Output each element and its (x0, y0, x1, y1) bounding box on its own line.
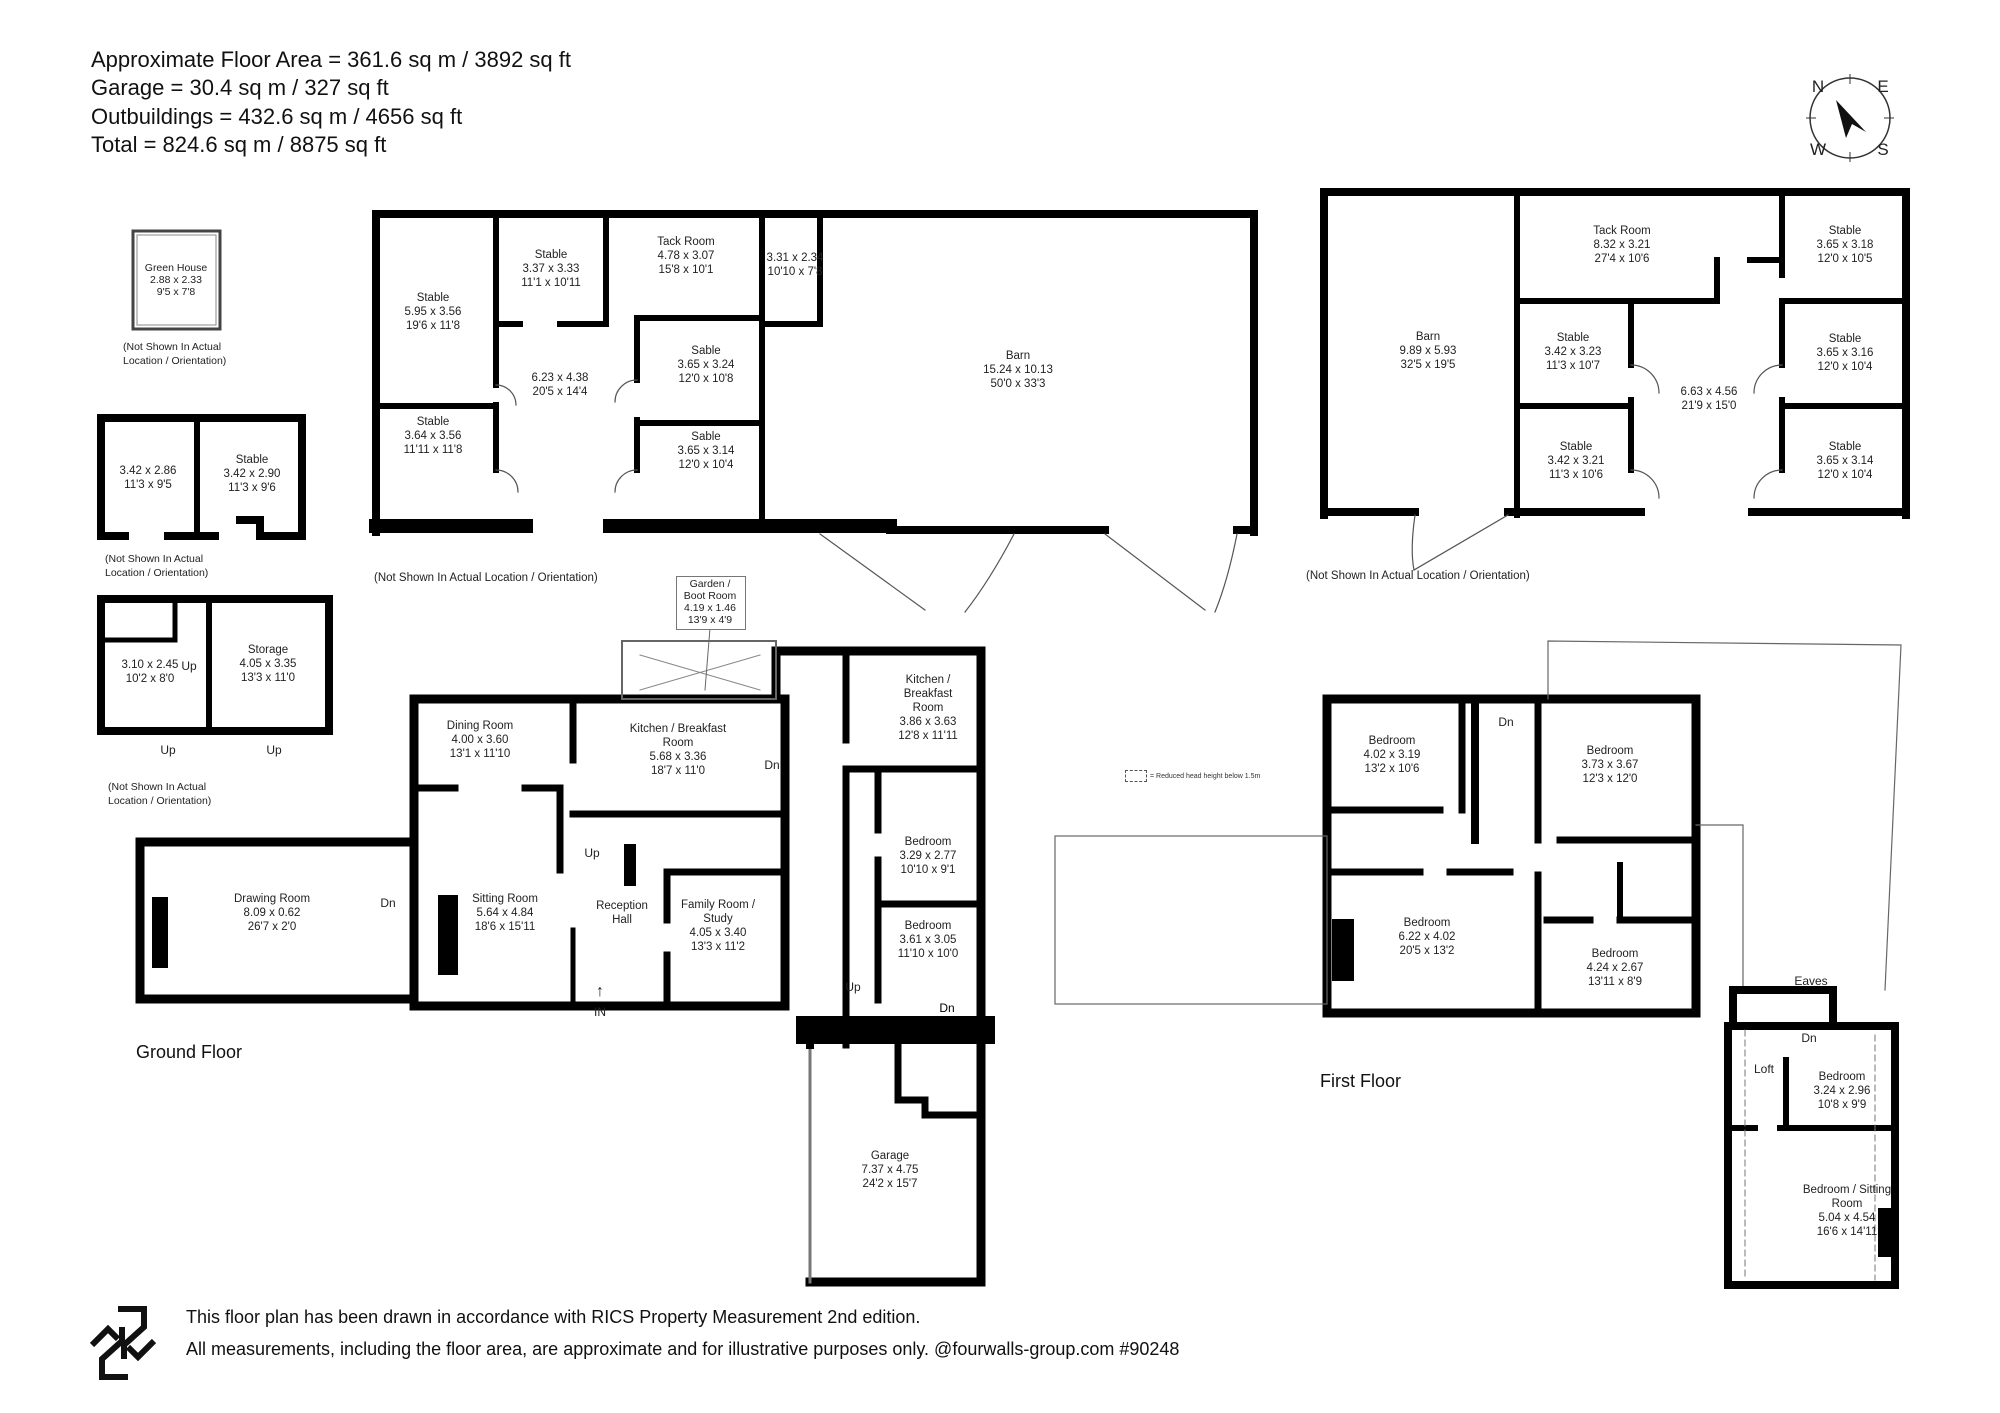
stair-down-label: Dn (1498, 715, 1514, 729)
footer-disclaimer-text: All measurements, including the floor ar… (186, 1339, 1180, 1359)
loft-walls (1724, 986, 1899, 1289)
stair-down-label: Dn (764, 758, 780, 772)
loft-label: Loft (1753, 1062, 1775, 1076)
floor-area-text: Approximate Floor Area = 361.6 sq m / 38… (91, 47, 571, 72)
stair-up-label: Up (160, 743, 176, 757)
compass-s: S (1877, 140, 1889, 159)
stair-down-label: Dn (1801, 1031, 1817, 1045)
barn-doors (495, 379, 1238, 613)
room-label-reception-hall: Reception Hall (596, 900, 648, 926)
ground-floor-title: Ground Floor (136, 1042, 243, 1062)
location-caption: (Not Shown In Actual Location / Orientat… (1306, 570, 1530, 582)
compass-w: W (1809, 140, 1827, 159)
roof-outline (1054, 640, 1902, 1005)
stair-down-label: Dn (938, 1001, 956, 1015)
outbuilding-stables-b-walls (1320, 188, 1910, 519)
boot-room-outline (621, 640, 777, 700)
first-floor-title: First Floor (1320, 1071, 1401, 1091)
entrance-arrow-icon: ↑ (596, 983, 604, 1000)
dashed-box-icon (1125, 770, 1147, 782)
stair-up-label: Up (584, 846, 600, 860)
outbuildings-area-text: Outbuildings = 432.6 sq m / 4656 sq ft (91, 104, 463, 129)
entrance-label: IN (594, 1005, 606, 1019)
north-arrow-icon (1836, 100, 1866, 138)
fourwalls-logo-icon (89, 1306, 157, 1380)
stair-up-label: Up (845, 980, 861, 994)
footer-rics-text: This floor plan has been drawn in accord… (186, 1307, 921, 1327)
compass-e: E (1877, 77, 1889, 96)
compass-icon (1806, 74, 1894, 162)
stair-up-label: Up (181, 659, 197, 673)
compass-n: N (1811, 77, 1825, 96)
stable-pair-walls (97, 414, 306, 540)
location-caption: (Not Shown In Actual Location / Orientat… (374, 572, 598, 584)
eaves-label: Eaves (1794, 974, 1828, 988)
total-area-text: Total = 824.6 sq m / 8875 sq ft (91, 132, 387, 157)
boot-room-label-box (676, 576, 746, 630)
garage-area-text: Garage = 30.4 sq m / 327 sq ft (91, 75, 389, 100)
first-floor-walls (1322, 694, 1701, 1018)
greenhouse-walls (131, 229, 222, 331)
stair-up-label: Up (266, 743, 282, 757)
stair-down-label: Dn (380, 896, 396, 910)
reduced-head-height-legend: = Reduced head height below 1.5m (1125, 770, 1260, 782)
outbuilding-stables-a-walls (369, 210, 1258, 536)
storage-block-walls (97, 595, 333, 735)
